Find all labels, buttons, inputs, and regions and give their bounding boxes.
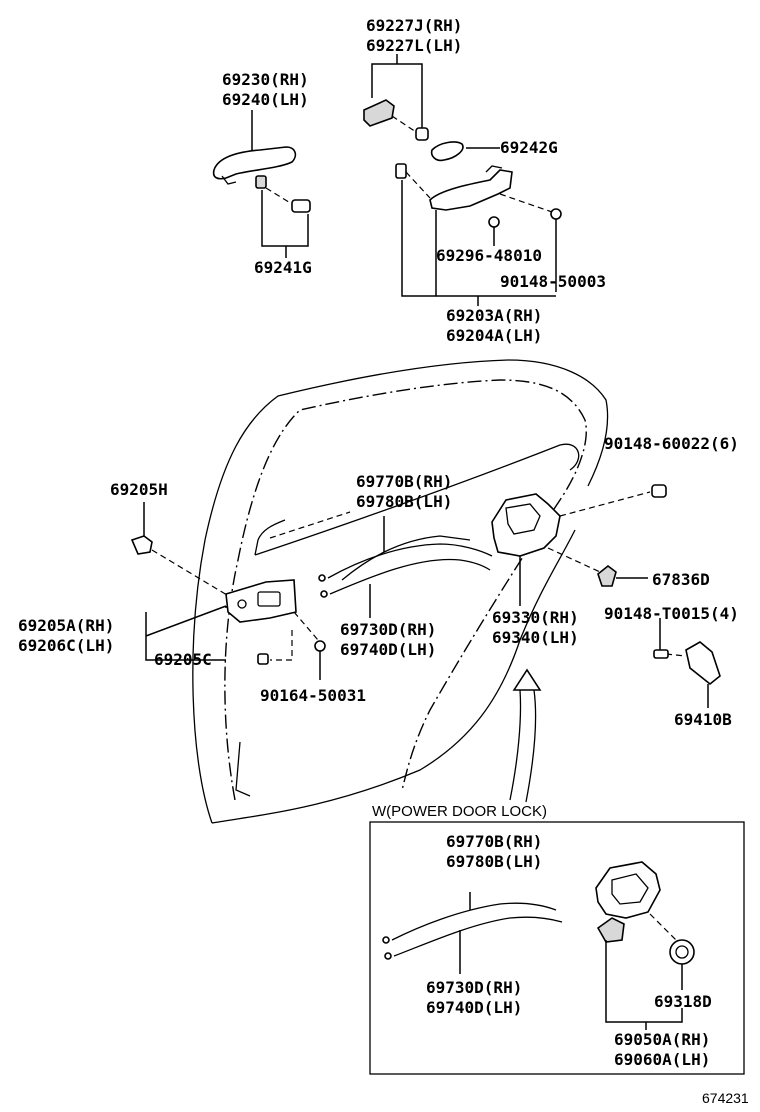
label-90164: 90164-50031 bbox=[260, 686, 366, 705]
label-90148-50003: 90148-50003 bbox=[500, 272, 606, 291]
gasket-69242g bbox=[430, 141, 500, 162]
outside-handle-69230 bbox=[212, 110, 297, 185]
label-69330: 69330(RH)69340(LH) bbox=[492, 608, 579, 647]
label-69410b: 69410B bbox=[674, 710, 732, 729]
striker-69410b bbox=[653, 618, 721, 708]
label-69230: 69230(RH)69240(LH) bbox=[222, 70, 309, 109]
cap-69227 bbox=[363, 54, 429, 141]
door-lock-69330 bbox=[491, 484, 667, 606]
label-69242g: 69242G bbox=[500, 138, 558, 157]
cables-main bbox=[269, 511, 493, 618]
label-69227: 69227J(RH)69227L(LH) bbox=[366, 16, 463, 55]
inset-label-69318d: 69318D bbox=[654, 992, 712, 1011]
label-69205h: 69205H bbox=[110, 480, 168, 499]
label-69296: 69296-48010 bbox=[436, 246, 542, 265]
label-69730: 69730D(RH)69740D(LH) bbox=[340, 620, 437, 659]
inset-title: W(POWER DOOR LOCK) bbox=[372, 803, 547, 820]
label-69770: 69770B(RH)69780B(LH) bbox=[356, 472, 453, 511]
inset-label-69770: 69770B(RH)69780B(LH) bbox=[446, 832, 543, 871]
label-69205a: 69205A(RH)69206C(LH) bbox=[18, 616, 115, 655]
door-outline bbox=[192, 359, 609, 824]
inset-label-69050: 69050A(RH)69060A(LH) bbox=[614, 1030, 711, 1069]
handle-pad-69241g bbox=[255, 175, 311, 258]
clip-69205h bbox=[130, 502, 233, 599]
label-67836d: 67836D bbox=[652, 570, 710, 589]
label-69203: 69203A(RH)69204A(LH) bbox=[446, 306, 543, 345]
figure-number: 674231 bbox=[702, 1090, 749, 1106]
label-69241g: 69241G bbox=[254, 258, 312, 277]
view-arrow bbox=[509, 668, 542, 803]
label-90148-t0015: 90148-T0015(4) bbox=[604, 604, 739, 623]
handle-frame-69203a bbox=[395, 163, 562, 306]
inset-box bbox=[369, 821, 745, 1075]
inset-label-69730: 69730D(RH)69740D(LH) bbox=[426, 978, 523, 1017]
label-90148-60022: 90148-60022(6) bbox=[604, 434, 739, 453]
label-69205c: 69205C bbox=[154, 650, 212, 669]
inside-handle-69205a bbox=[145, 579, 326, 680]
